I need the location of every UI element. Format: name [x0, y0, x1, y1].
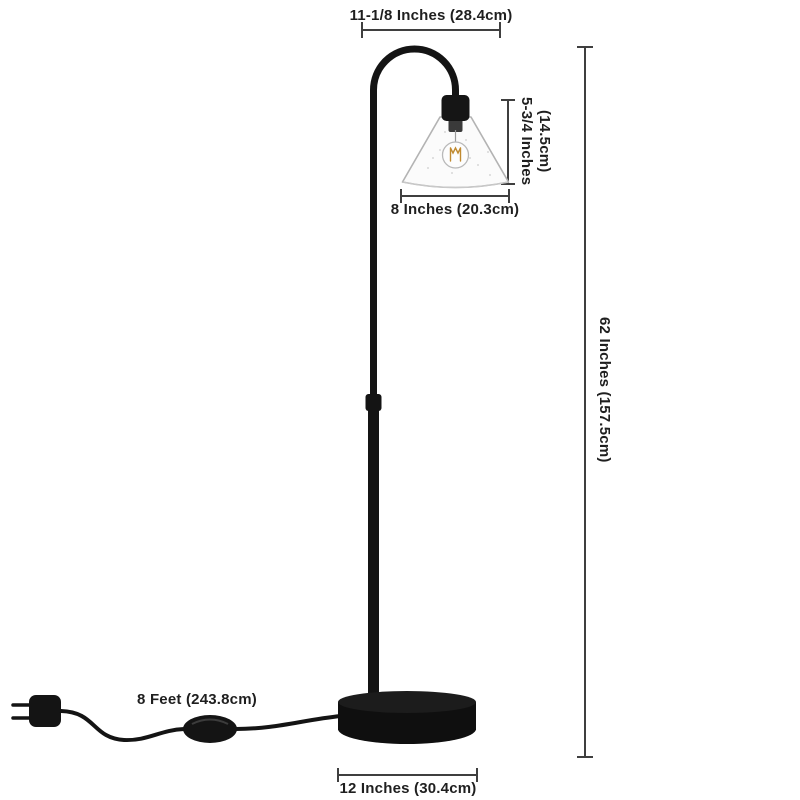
arc-width-label: 11-1/8 Inches (28.4cm): [349, 7, 513, 24]
bulb-neck: [448, 118, 463, 132]
lamp-height-label: 62 Inches (157.5cm): [596, 317, 613, 463]
dimension-line-shade-width: [400, 189, 510, 203]
bulb-glass: [441, 141, 470, 169]
floor-lamp: [338, 45, 510, 744]
power-cord-group: [11, 695, 343, 743]
dimension-line-base-diameter: [337, 768, 478, 782]
foot-switch-highlight: [191, 718, 229, 725]
power-cord-right-segment: [234, 714, 343, 731]
dimension-line-lamp-height: [577, 46, 593, 758]
base-diameter-label: 12 Inches (30.4cm): [339, 780, 477, 797]
shade-rim: [402, 181, 509, 189]
pole-joint: [365, 394, 382, 411]
dimension-lines: [337, 22, 593, 782]
lamp-socket: [441, 95, 470, 121]
shade-width-label: 8 Inches (20.3cm): [390, 201, 520, 218]
bulb-filament: [449, 146, 462, 162]
lamp-base: [338, 691, 476, 744]
power-plug-icon: [29, 695, 61, 727]
dimension-line-arc-width: [361, 22, 501, 38]
cord-length-label: 8 Feet (243.8cm): [137, 691, 257, 708]
lamp-arc: [370, 45, 459, 402]
shade-height-label: 5-3/4 Inches (14.5cm): [518, 96, 553, 186]
dimension-line-shade-height: [501, 99, 515, 185]
glass-speckles: [427, 131, 491, 176]
power-cord-left-segment: [59, 709, 186, 743]
